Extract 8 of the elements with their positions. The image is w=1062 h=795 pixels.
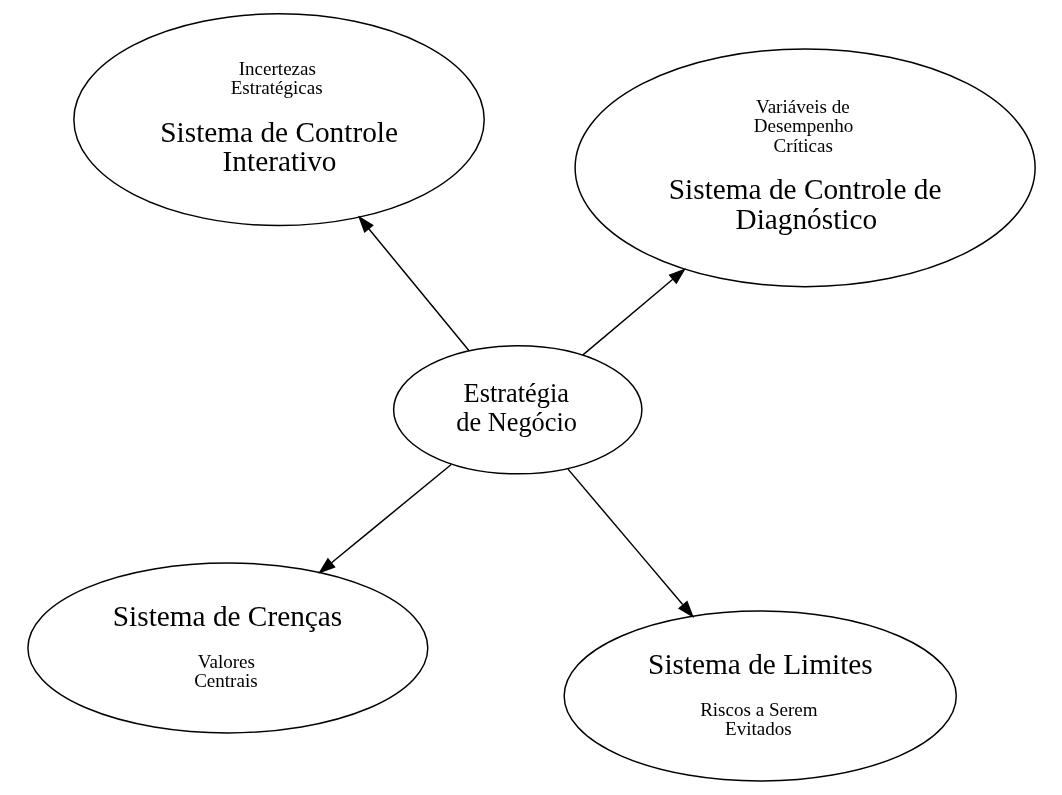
node-ellipse: Estratégia de Negócio — [392, 345, 643, 475]
arrow — [581, 268, 686, 356]
arrow — [566, 468, 694, 618]
node-ellipse: Incertezas Estratégicas Sistema de Controle Interativo — [72, 13, 485, 227]
arrow — [357, 215, 470, 352]
arrow — [317, 463, 452, 574]
node-ellipse: Sistema de Limites Riscos a Serem Evitados — [562, 610, 957, 782]
node-ellipse: Sistema de Crenças Valores Centrais — [26, 562, 429, 734]
